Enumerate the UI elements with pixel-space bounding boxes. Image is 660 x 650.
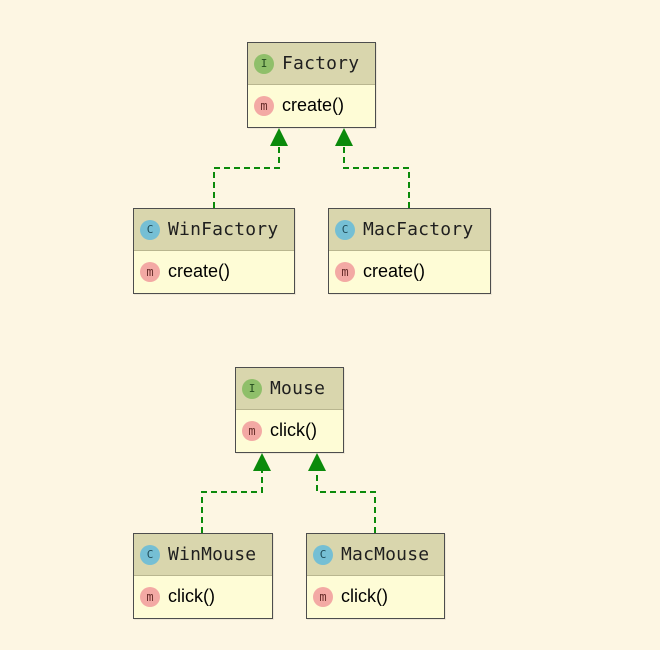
factory-left-arrowhead	[270, 128, 288, 146]
method-badge-icon: m	[242, 420, 262, 441]
method-badge-icon: m	[335, 261, 355, 282]
mouse-right-arrowhead	[308, 453, 326, 471]
factory-name: Factory	[282, 53, 360, 74]
mouse-name: Mouse	[270, 378, 326, 399]
winfactory-name: WinFactory	[168, 219, 279, 240]
winmouse-click-method: click()	[168, 586, 215, 606]
macfactory-name: MacFactory	[363, 219, 474, 240]
class-badge-icon: C	[335, 219, 355, 240]
macfactory-header: C MacFactory	[329, 209, 490, 251]
factory-method-row: m create()	[248, 85, 375, 126]
mouse-click-method: click()	[270, 420, 317, 440]
winfactory-create-method: create()	[168, 261, 231, 281]
class-badge-icon: C	[313, 544, 333, 565]
macmouse-method-row: m click()	[307, 576, 444, 617]
mouse-method-row: m click()	[236, 410, 343, 451]
winmouse-to-mouse-edge	[201, 471, 263, 533]
interface-badge-icon: I	[254, 53, 274, 74]
winmouse-class-box[interactable]: C WinMouse m click()	[133, 533, 273, 619]
class-badge-icon: C	[140, 544, 160, 565]
winmouse-method-row: m click()	[134, 576, 272, 617]
method-badge-icon: m	[313, 586, 333, 607]
winfactory-class-box[interactable]: C WinFactory m create()	[133, 208, 295, 294]
mouse-interface-box[interactable]: I Mouse m click()	[235, 367, 344, 453]
factory-edge-group	[213, 128, 410, 208]
winmouse-name: WinMouse	[168, 544, 257, 565]
winfactory-header: C WinFactory	[134, 209, 294, 251]
macmouse-to-mouse-edge	[316, 471, 376, 533]
macmouse-header: C MacMouse	[307, 534, 444, 576]
method-badge-icon: m	[140, 586, 160, 607]
factory-right-arrowhead	[335, 128, 353, 146]
mouse-edge-group	[201, 453, 376, 533]
mouse-left-arrowhead	[253, 453, 271, 471]
mouse-header: I Mouse	[236, 368, 343, 410]
method-badge-icon: m	[140, 261, 160, 282]
macfactory-create-method: create()	[363, 261, 426, 281]
winmouse-header: C WinMouse	[134, 534, 272, 576]
macfactory-class-box[interactable]: C MacFactory m create()	[328, 208, 491, 294]
interface-badge-icon: I	[242, 378, 262, 399]
macmouse-click-method: click()	[341, 586, 388, 606]
winfactory-to-factory-edge	[213, 146, 280, 208]
macmouse-class-box[interactable]: C MacMouse m click()	[306, 533, 445, 619]
factory-create-method: create()	[282, 95, 345, 115]
factory-interface-box[interactable]: I Factory m create()	[247, 42, 376, 128]
factory-header: I Factory	[248, 43, 375, 85]
macmouse-name: MacMouse	[341, 544, 430, 565]
class-badge-icon: C	[140, 219, 160, 240]
macfactory-method-row: m create()	[329, 251, 490, 292]
method-badge-icon: m	[254, 95, 274, 116]
winfactory-method-row: m create()	[134, 251, 294, 292]
macfactory-to-factory-edge	[343, 146, 410, 208]
